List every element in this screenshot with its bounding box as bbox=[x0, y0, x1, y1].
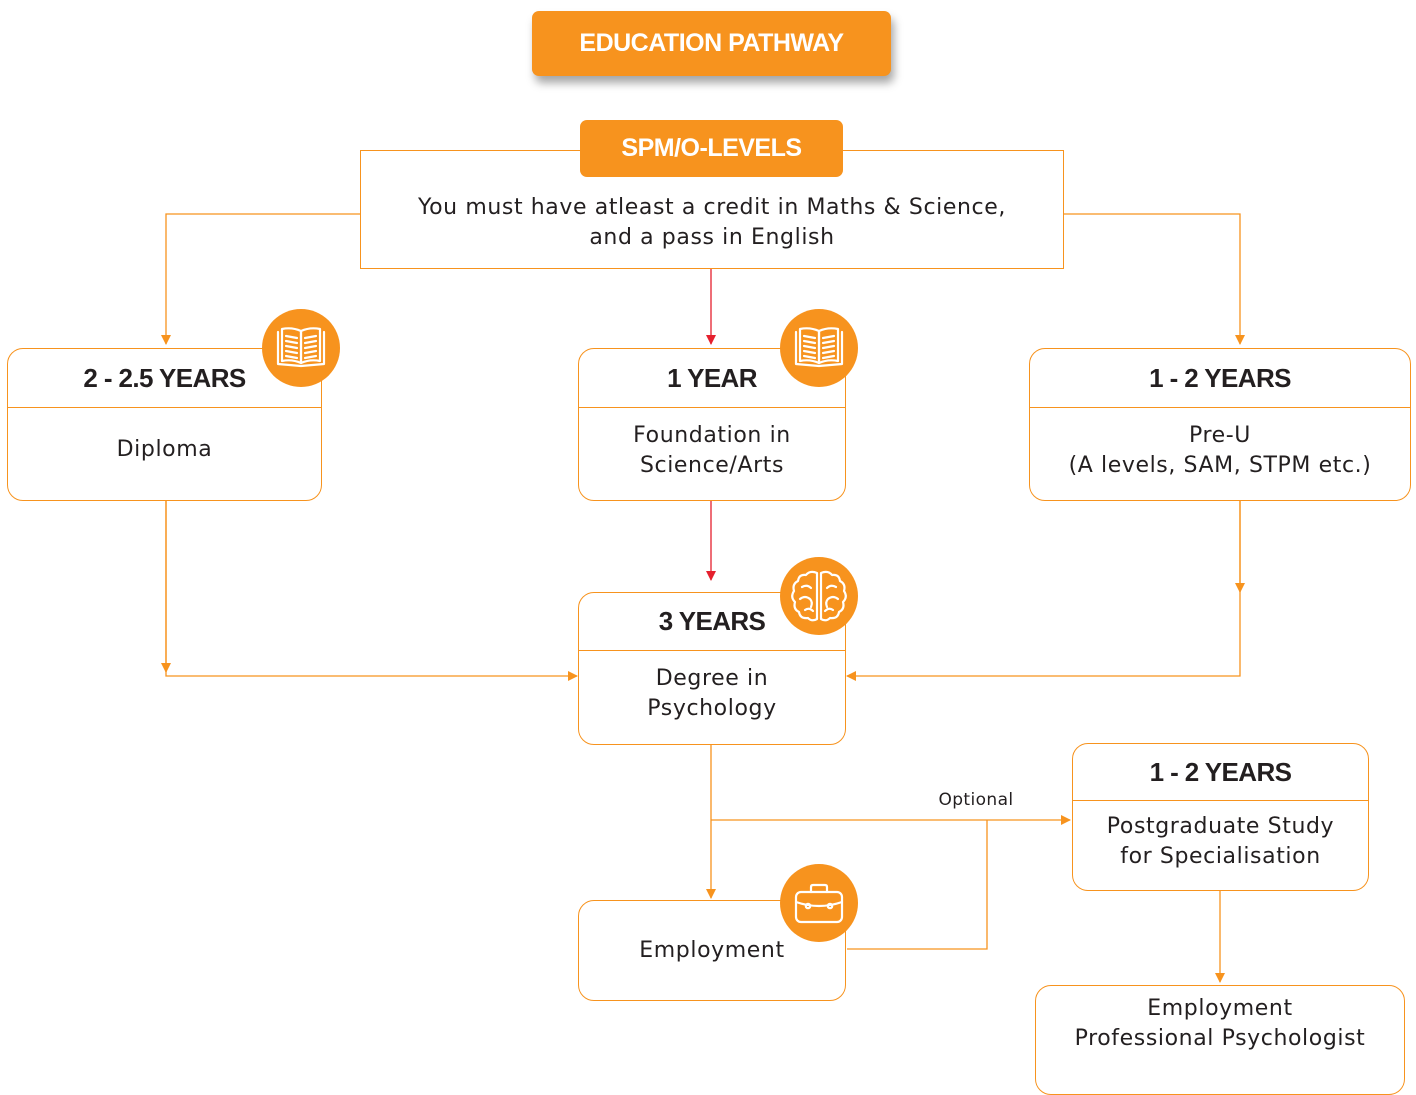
preu-box: 1 - 2 YEARS Pre-U (A levels, SAM, STPM e… bbox=[1029, 348, 1411, 501]
connector-entry-to-preu bbox=[1063, 213, 1245, 345]
entry-requirement-text: You must have atleast a credit in Maths … bbox=[361, 177, 1063, 268]
diploma-box: 2 - 2.5 YEARS Diploma bbox=[7, 348, 322, 501]
foundation-duration: 1 YEAR bbox=[579, 349, 845, 408]
requirement-line: and a pass in English bbox=[589, 224, 835, 250]
professional-name: Employment Professional Psychologist bbox=[1036, 986, 1404, 1094]
preu-name-line: Pre-U bbox=[1188, 422, 1252, 448]
employment-name: Employment bbox=[579, 901, 845, 1000]
foundation-name-line: Foundation in bbox=[633, 422, 791, 448]
degree-name-line: Degree in bbox=[655, 666, 769, 691]
postgraduate-name-line: for Specialisation bbox=[1120, 844, 1321, 869]
requirement-line: You must have atleast a credit in Maths … bbox=[418, 194, 1006, 220]
preu-name: Pre-U (A levels, SAM, STPM etc.) bbox=[1030, 407, 1410, 500]
employment-name-text: Employment bbox=[639, 937, 785, 963]
preu-name-line: (A levels, SAM, STPM etc.) bbox=[1068, 452, 1372, 478]
degree-name: Degree in Psychology bbox=[579, 650, 845, 744]
connector-entry-to-diploma bbox=[161, 213, 360, 345]
connector-preu-to-degree bbox=[846, 501, 1241, 681]
degree-duration: 3 YEARS bbox=[579, 593, 845, 651]
entry-requirement-box: You must have atleast a credit in Maths … bbox=[360, 150, 1064, 269]
briefcase-icon bbox=[780, 864, 858, 942]
connector-diploma-to-degree bbox=[165, 501, 578, 681]
diploma-name: Diploma bbox=[8, 407, 321, 500]
entry-level-badge: SPM/O-LEVELS bbox=[580, 120, 843, 177]
connector-employment-to-postgraduate bbox=[847, 820, 988, 950]
diploma-name-text: Diploma bbox=[116, 436, 213, 462]
foundation-name: Foundation in Science/Arts bbox=[579, 407, 845, 500]
postgraduate-name-line: Postgraduate Study bbox=[1106, 814, 1335, 839]
foundation-name-line: Science/Arts bbox=[639, 452, 785, 478]
professional-box: Employment Professional Psychologist bbox=[1035, 985, 1405, 1095]
postgraduate-box: 1 - 2 YEARS Postgraduate Study for Speci… bbox=[1072, 743, 1369, 891]
postgraduate-duration: 1 - 2 YEARS bbox=[1073, 744, 1368, 801]
book-icon bbox=[262, 309, 340, 387]
brain-icon bbox=[780, 557, 858, 635]
page-title: EDUCATION PATHWAY bbox=[532, 11, 891, 76]
preu-duration: 1 - 2 YEARS bbox=[1030, 349, 1410, 408]
postgraduate-name: Postgraduate Study for Specialisation bbox=[1073, 800, 1368, 890]
professional-name-line: Professional Psychologist bbox=[1074, 1026, 1366, 1051]
optional-label: Optional bbox=[938, 790, 1014, 810]
degree-name-line: Psychology bbox=[647, 696, 777, 721]
professional-name-line: Employment bbox=[1147, 996, 1293, 1021]
book-icon bbox=[780, 309, 858, 387]
diploma-duration: 2 - 2.5 YEARS bbox=[8, 349, 321, 408]
